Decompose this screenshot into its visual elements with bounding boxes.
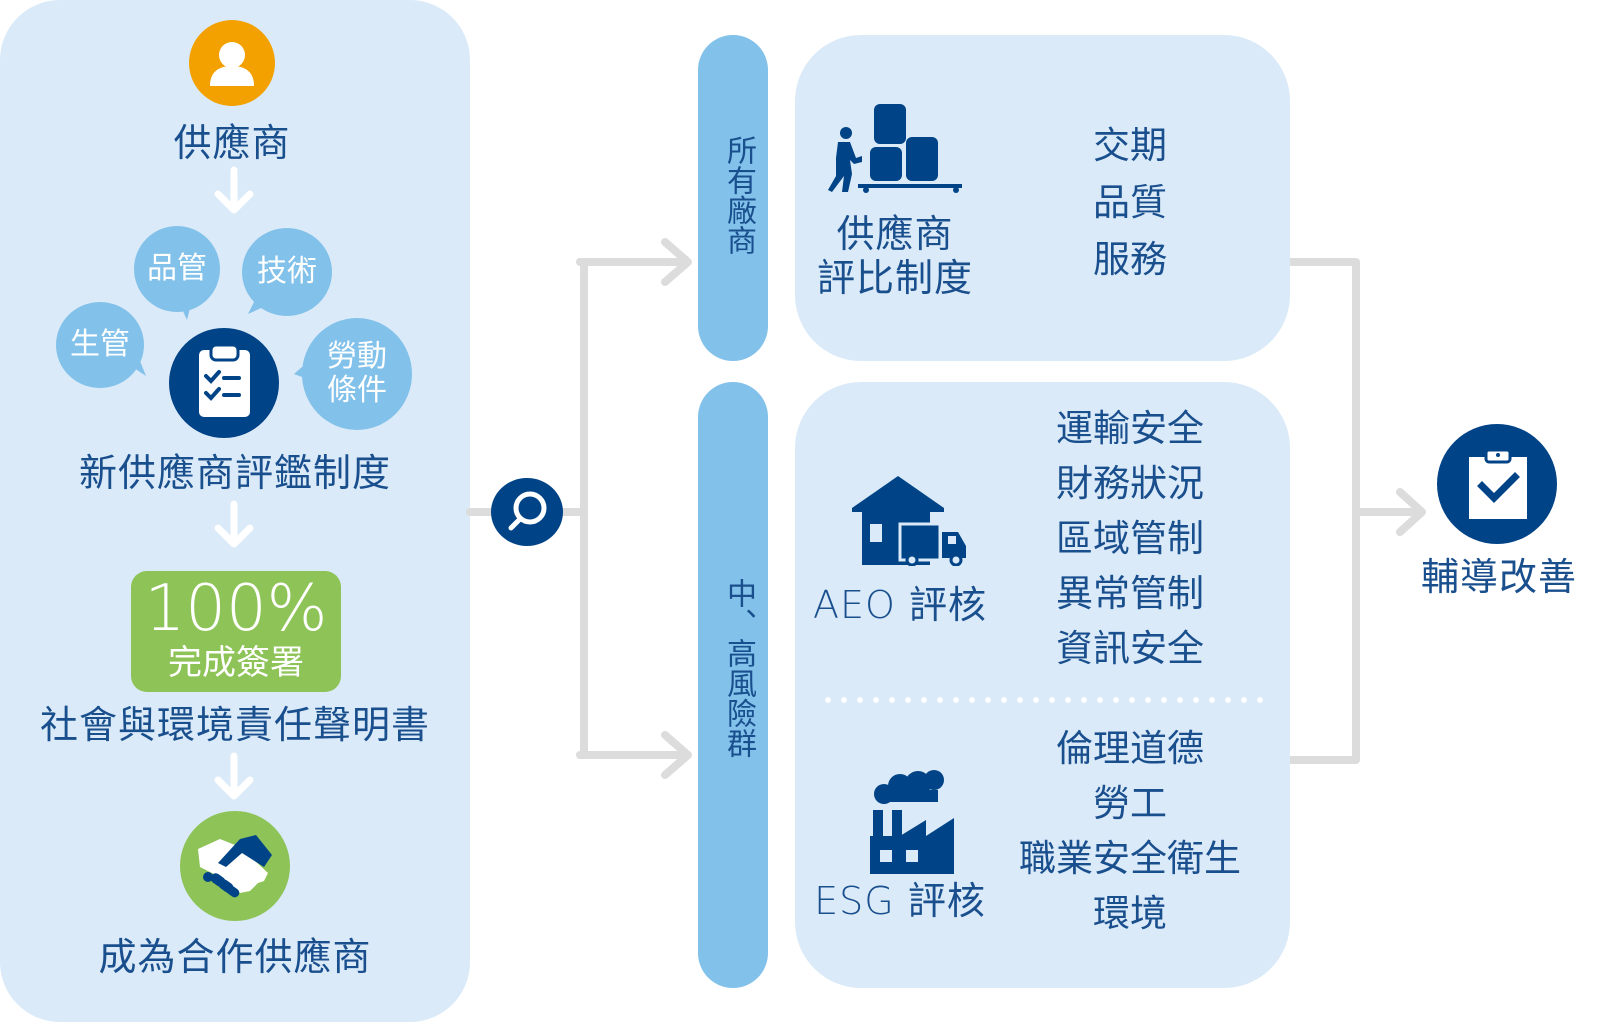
aeo-item: 異常管制 (1056, 572, 1204, 615)
bubble-tail (294, 360, 310, 382)
supplier-rating-title: 供應商 評比制度 (800, 212, 990, 300)
esg-item: 勞工 (1093, 782, 1167, 825)
all-vendors-label: 所有廠商 (721, 135, 756, 255)
bubble-production: 生管 (56, 302, 144, 388)
arrow-down-icon (212, 500, 256, 550)
connector-line (1290, 258, 1360, 764)
bubble-quality-label: 品管 (147, 251, 207, 286)
criteria-item: 交期 (1093, 124, 1167, 167)
bubble-labor: 勞動條件 (302, 318, 412, 430)
supplier-rating-title-line1: 供應商 (836, 212, 954, 256)
new-supplier-system-label: 新供應商評鑑制度 (78, 451, 391, 495)
completion-percent: 100% (144, 572, 328, 646)
aeo-item: 運輸安全 (1056, 407, 1204, 450)
arrow-right-icon (661, 238, 692, 286)
bubble-technology: 技術 (242, 228, 332, 316)
high-risk-audit-card (795, 382, 1290, 988)
esg-audit-items: 倫理道德 勞工 職業安全衛生 環境 (1000, 721, 1260, 941)
supplier-rating-criteria: 交期 品質 服務 (1060, 117, 1200, 288)
declaration-label: 社會與環境責任聲明書 (39, 703, 430, 747)
all-vendors-tag: 所有廠商 (698, 35, 768, 361)
completion-caption: 完成簽署 (168, 643, 304, 683)
aeo-audit-items: 運輸安全 財務狀況 區域管制 異常管制 資訊安全 (1040, 401, 1220, 676)
aeo-item: 區域管制 (1056, 517, 1204, 560)
esg-item: 職業安全衛生 (1019, 837, 1241, 880)
high-risk-label: 中、高風險群 (721, 578, 756, 758)
high-risk-tag: 中、高風險群 (698, 382, 768, 988)
bubble-technology-label: 技術 (257, 254, 317, 289)
pallet-worker-icon (828, 104, 962, 196)
bubble-tail (178, 300, 192, 320)
bubble-tail (248, 298, 270, 316)
aeo-audit-title: AEO 評核 (813, 583, 987, 627)
handshake-icon (180, 811, 290, 921)
coaching-improvement-label: 輔導改善 (1420, 555, 1577, 599)
section-divider (820, 697, 1270, 703)
esg-item: 倫理道德 (1056, 727, 1204, 770)
bubble-tail (128, 352, 148, 378)
arrow-right-icon (661, 731, 692, 779)
bubble-labor-label: 勞動條件 (327, 339, 387, 408)
become-partner-label: 成為合作供應商 (98, 935, 372, 979)
arrow-down-icon (212, 166, 256, 216)
arrow-down-icon (212, 752, 256, 802)
clipboard-check-icon (1437, 424, 1557, 544)
checklist-icon (169, 328, 279, 438)
criteria-item: 服務 (1093, 238, 1167, 281)
esg-item: 環境 (1093, 892, 1167, 935)
factory-icon (870, 770, 954, 874)
bubble-quality: 品管 (134, 226, 220, 312)
esg-audit-title: ESG 評核 (814, 879, 986, 923)
criteria-item: 品質 (1093, 181, 1167, 224)
warehouse-truck-icon (852, 476, 970, 566)
aeo-item: 財務狀況 (1056, 462, 1204, 505)
arrow-right-icon (1396, 488, 1426, 536)
search-magnifier-icon (491, 478, 563, 546)
aeo-item: 資訊安全 (1056, 627, 1204, 670)
supplier-avatar-icon (189, 20, 275, 106)
supplier-rating-title-line2: 評比制度 (816, 256, 973, 300)
signature-completion-badge: 100% 完成簽署 (131, 571, 341, 692)
bubble-production-label: 生管 (70, 327, 130, 362)
supplier-rating-card (795, 35, 1290, 361)
supplier-label: 供應商 (173, 121, 291, 165)
